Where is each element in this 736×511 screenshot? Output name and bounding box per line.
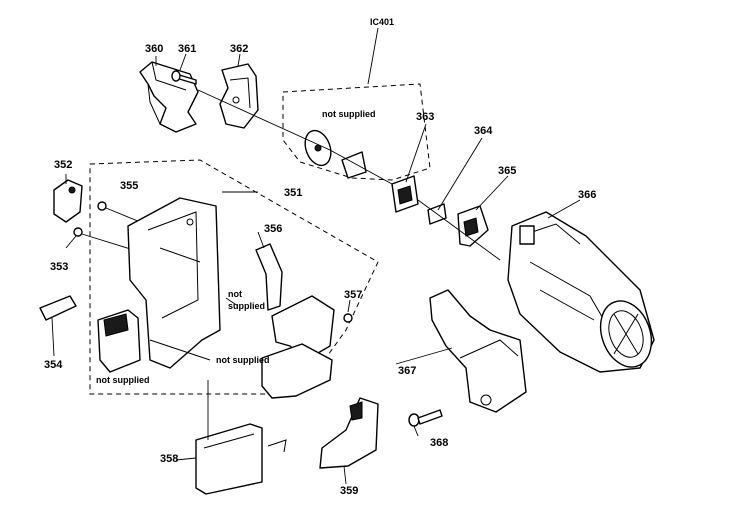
part-ic401-sensor (304, 129, 367, 179)
part-366-lens-assembly (507, 211, 655, 373)
callout-363: 363 (416, 111, 435, 123)
part-mid-assembly (261, 295, 335, 399)
callout-354: 354 (44, 359, 63, 371)
callout-366: 366 (578, 189, 597, 201)
callout-353: 353 (50, 261, 69, 273)
part-361-screw (171, 70, 197, 85)
part-368-screw (408, 409, 443, 427)
part-356-bracket (255, 243, 283, 311)
part-352-clip (53, 179, 83, 223)
part-362-bracket (219, 63, 259, 129)
callout-365: 365 (498, 165, 517, 177)
bracket-group-outline (89, 159, 379, 395)
part-not-supplied-left (97, 309, 141, 373)
callout-362: 362 (230, 43, 249, 55)
ic401-group-outline (282, 83, 431, 181)
note-not-supplied-mid-2: supplied (228, 301, 266, 311)
callout-364: 364 (474, 125, 493, 137)
callout-357: 357 (344, 289, 363, 301)
callout-359: 359 (340, 485, 359, 497)
callout-367: 367 (398, 365, 417, 377)
part-358-block (195, 423, 287, 495)
part-357-screw (343, 313, 353, 323)
note-not-supplied-top: not supplied (322, 109, 376, 119)
note-not-supplied-mid-1: not (228, 289, 242, 299)
part-360-strap (139, 61, 199, 133)
callout-356: 356 (264, 223, 283, 235)
part-359-bracket (319, 397, 379, 469)
part-354-plate (39, 295, 77, 321)
callout-352: 352 (54, 159, 73, 171)
part-365-holder (457, 205, 489, 247)
note-not-supplied-left: not supplied (96, 375, 150, 385)
note-not-supplied-bottom: not supplied (216, 355, 270, 365)
callout-358: 358 (160, 453, 179, 465)
callout-355: 355 (120, 180, 139, 192)
callout-ic401: IC401 (370, 17, 395, 27)
callout-361: 361 (178, 43, 197, 55)
callout-368: 368 (430, 437, 449, 449)
part-367-lens-bracket (429, 289, 527, 413)
part-351-main-frame (127, 197, 221, 369)
part-363-plate (391, 175, 419, 213)
leader-lines (51, 27, 581, 485)
callout-351: 351 (284, 187, 303, 199)
callout-360: 360 (145, 43, 164, 55)
